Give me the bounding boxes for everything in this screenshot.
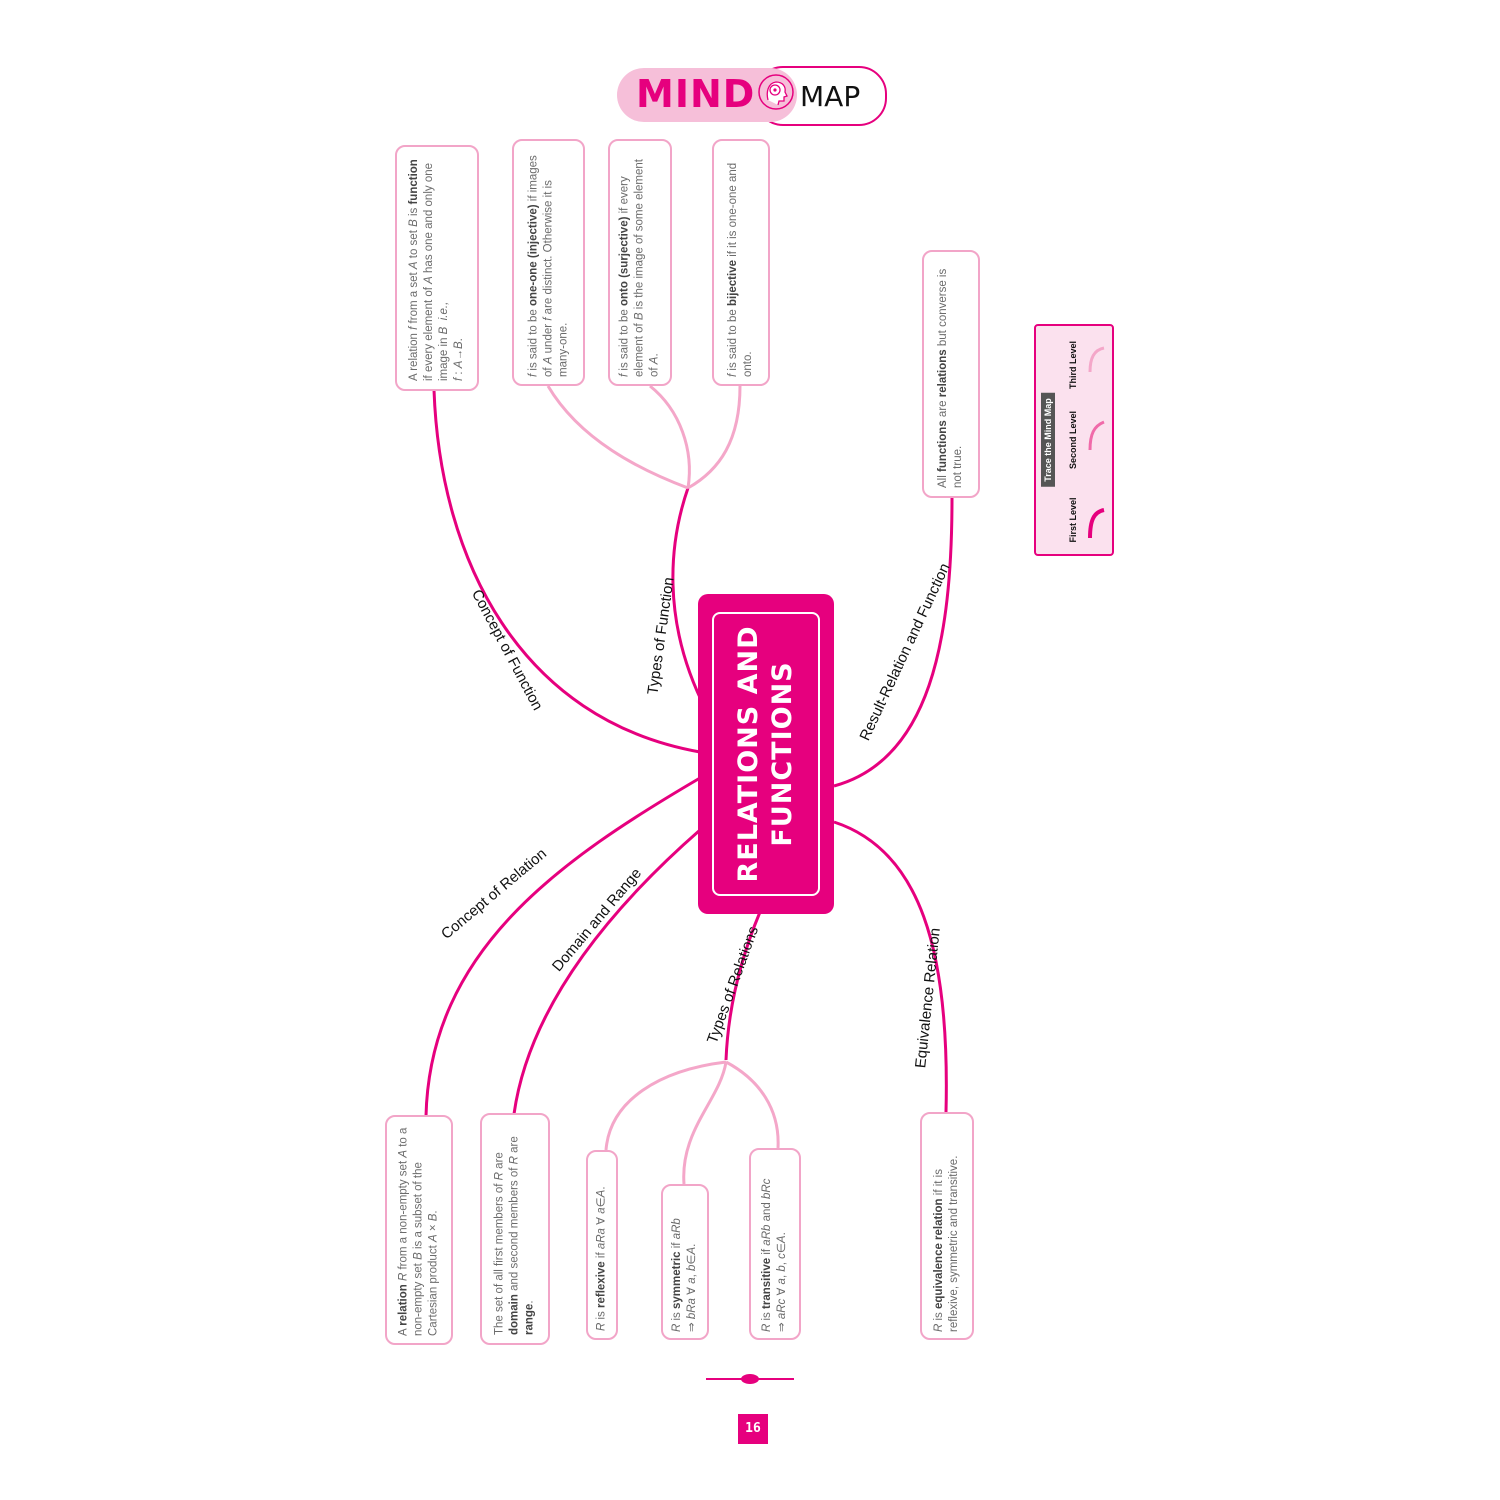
box-onto: f is said to be onto (surjective) if eve…	[608, 139, 672, 386]
central-node-border	[712, 612, 820, 896]
link-reflexive	[604, 1060, 727, 1151]
box-domain-range-text: The set of all first members of R are do…	[493, 1136, 536, 1335]
link-onto	[649, 384, 691, 489]
central-node	[698, 594, 834, 914]
legend-second-level-swatch	[1088, 420, 1105, 451]
box-relation-definition-text: A relation R from a non-empty set A to a…	[397, 1127, 440, 1336]
page-number: 16	[738, 1414, 768, 1444]
box-symmetric: R is symmetric if aRb⇒ bRa ∀ a, b∈A.	[661, 1184, 709, 1340]
central-title-line1: RELATIONS AND	[733, 625, 764, 883]
box-bijective-text: f is said to be bijective if it is one-o…	[727, 162, 754, 377]
box-bijective: f is said to be bijective if it is one-o…	[712, 139, 770, 386]
box-all-functions-text: All functions are relations but converse…	[937, 268, 964, 488]
box-function-definition: A relation f from a set A to set B is fu…	[395, 145, 479, 391]
link-types-relations	[724, 911, 762, 1061]
legend-second-level-label: Second Level	[1068, 410, 1078, 470]
link-bijective	[687, 385, 742, 490]
link-concept-relation	[424, 776, 701, 1117]
box-transitive: R is transitive if aRb and bRc⇒ aRc ∀ a,…	[749, 1148, 801, 1340]
header-mind-text: MIND	[636, 72, 756, 116]
link-transitive	[725, 1060, 780, 1149]
link-types-function	[671, 487, 708, 711]
footer-dot	[741, 1374, 759, 1384]
box-transitive-text: R is transitive if aRb and bRc⇒ aRc ∀ a,…	[761, 1178, 788, 1332]
legend-third-level-swatch	[1088, 346, 1105, 373]
link-one-one	[546, 385, 689, 490]
box-one-one: f is said to be one-one (injective) if i…	[512, 139, 585, 386]
legend-swatches	[1088, 346, 1105, 539]
box-onto-text: f is said to be onto (surjective) if eve…	[618, 158, 661, 377]
legend-third-level-label: Third Level	[1068, 340, 1078, 390]
link-concept-function	[432, 389, 701, 754]
legend-first-level-label: First Level	[1068, 497, 1078, 543]
link-equivalence	[833, 820, 948, 1113]
legend-first-level-swatch	[1088, 508, 1105, 539]
link-symmetric	[682, 1061, 728, 1185]
box-symmetric-text: R is symmetric if aRb⇒ bRa ∀ a, b∈A.	[671, 1218, 698, 1332]
link-result	[833, 497, 954, 788]
brain-head-icon	[758, 74, 794, 110]
central-title: RELATIONS AND FUNCTIONS	[732, 625, 800, 882]
box-reflexive: R is reflexive if aRa ∀ a∈A.	[586, 1150, 618, 1340]
box-one-one-text: f is said to be one-one (injective) if i…	[527, 154, 569, 377]
header-map-text: MAP	[800, 80, 861, 113]
central-title-line2: FUNCTIONS	[767, 661, 798, 847]
link-domain-range	[512, 828, 701, 1115]
box-domain-range: The set of all first members of R are do…	[480, 1113, 550, 1345]
box-reflexive-text: R is reflexive if aRa ∀ a∈A.	[595, 1186, 608, 1331]
box-relation-definition: A relation R from a non-empty set A to a…	[385, 1115, 453, 1345]
box-all-functions: All functions are relations but converse…	[922, 250, 980, 498]
box-equivalence: R is equivalence relation if it is refle…	[920, 1112, 974, 1340]
box-function-definition-text: A relation f from a set A to set B is fu…	[408, 159, 465, 381]
legend-title: Trace the Mind Map	[1041, 393, 1055, 487]
box-equivalence-text: R is equivalence relation if it is refle…	[933, 1155, 960, 1332]
